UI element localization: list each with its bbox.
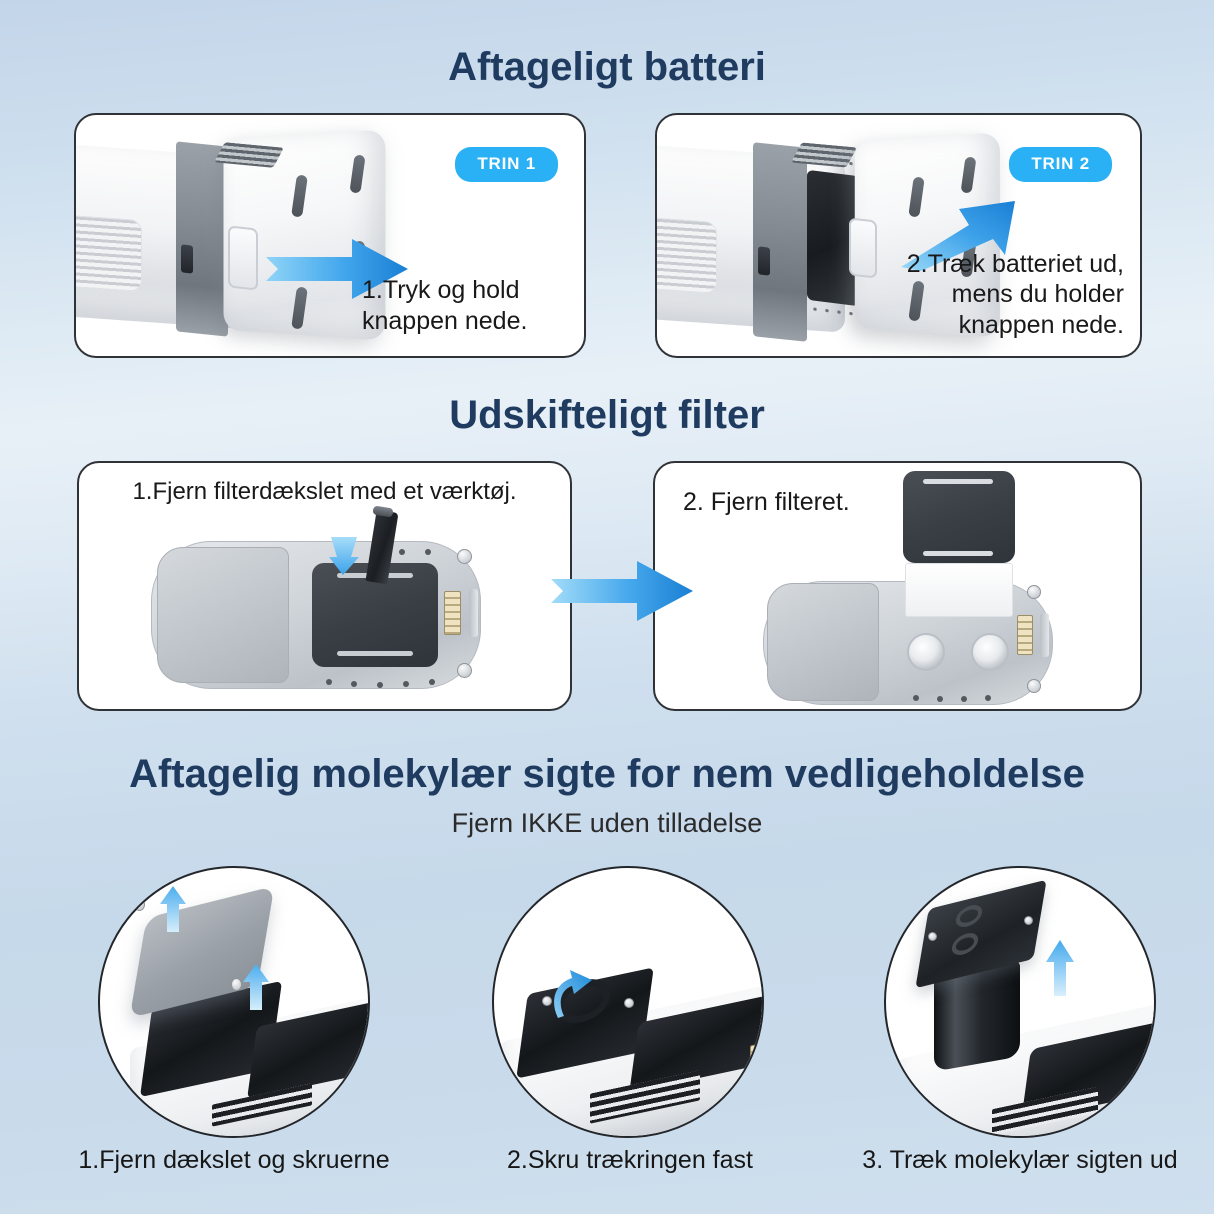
corner-screw (1027, 679, 1041, 693)
device-illustration-filter-2 (655, 463, 1140, 709)
sieve-step-1-panel (98, 866, 370, 1138)
device-port (758, 246, 770, 276)
sieve-port (971, 633, 1009, 671)
device-gray-band (176, 141, 228, 337)
filter-grip-strip (337, 651, 413, 656)
section-title-filter: Udskifteligt filter (449, 393, 765, 437)
filter-grip-strip (923, 479, 993, 484)
sieve-step-2-caption: 2.Skru trækringen fast (507, 1146, 753, 1174)
plate-screw (1024, 916, 1033, 925)
shell-dot (985, 695, 991, 701)
sieve-step-2-panel (492, 866, 764, 1138)
shell-dot (377, 682, 383, 688)
device-grille (657, 215, 717, 295)
device-illustration-filter-1 (79, 463, 570, 709)
filter-grip-strip (923, 551, 993, 556)
battery-step-2-caption: 2.Træk batteriet ud, mens du holder knap… (906, 249, 1124, 339)
side-rail (469, 589, 478, 637)
shell-dot (937, 696, 943, 702)
battery-step-1-caption: 1.Tryk og hold knappen nede. (362, 276, 528, 335)
device-port (181, 244, 193, 274)
corner-screw (1027, 585, 1041, 599)
shell-dot (961, 696, 967, 702)
side-rail (1040, 613, 1049, 657)
filter-step-1-caption: 1.Fjern filterdækslet med et værktøj. (132, 478, 517, 505)
up-arrow-icon (1046, 940, 1074, 996)
filter-step-2-caption: 2. Fjern filteret. (683, 488, 850, 516)
device-gray-band (753, 142, 807, 342)
shell-dot (429, 679, 435, 685)
contact-pins (444, 591, 461, 635)
filter-connector-right-arrow-icon (551, 561, 693, 621)
right-arrow-icon (266, 239, 408, 299)
shell-dot (403, 681, 409, 687)
device-grille (76, 213, 142, 293)
shell-dot (351, 681, 357, 687)
shell-dot (913, 695, 919, 701)
sieve-step-3-panel (884, 866, 1156, 1138)
battery-release-button (228, 225, 258, 291)
rotate-arrow-icon (554, 970, 592, 1018)
bay-screw (542, 996, 552, 1006)
down-arrow-icon (329, 537, 359, 575)
section-title-sieve: Aftagelig molekylær sigte for nem vedlig… (129, 752, 1085, 796)
section-subtitle-sieve: Fjern IKKE uden tilladelse (451, 808, 763, 838)
corner-screw (457, 549, 472, 564)
diagonal-up-right-arrow-icon (901, 201, 1015, 271)
sieve-port (907, 633, 945, 671)
contact-pins (750, 1042, 762, 1076)
trin-badge-1: TRIN 1 (455, 147, 558, 182)
battery-step-2-card: TRIN 2 2.Træk batteriet ud, mens du hold… (655, 113, 1142, 358)
corner-screw (457, 663, 472, 678)
battery-step-1-card: TRIN 1 1.Tryk og hold knappen nede. (74, 113, 586, 358)
section-title-battery: Aftageligt batteri (448, 45, 766, 89)
device-lid (157, 547, 289, 683)
trin-badge-2: TRIN 2 (1009, 147, 1112, 182)
bay-screw (624, 998, 634, 1008)
cover-screw (134, 898, 145, 911)
sieve-step-1-caption: 1.Fjern dækslet og skruerne (78, 1146, 390, 1174)
cover-screw (231, 978, 242, 991)
device-lid (767, 583, 879, 701)
up-arrow-icon (243, 964, 269, 1010)
shell-dot (399, 549, 405, 555)
shell-dot (425, 549, 431, 555)
filter-removed (903, 471, 1015, 563)
plate-screw (928, 932, 937, 941)
filter-step-2-card: 2. Fjern filteret. (653, 461, 1142, 711)
filter-body (905, 563, 1013, 617)
shell-dot (326, 679, 332, 685)
sieve-step-3-caption: 3. Træk molekylær sigten ud (862, 1146, 1178, 1174)
contact-pins (1017, 615, 1033, 655)
up-arrow-icon (160, 886, 186, 932)
filter-step-1-card: 1.Fjern filterdækslet med et værktøj. (77, 461, 572, 711)
